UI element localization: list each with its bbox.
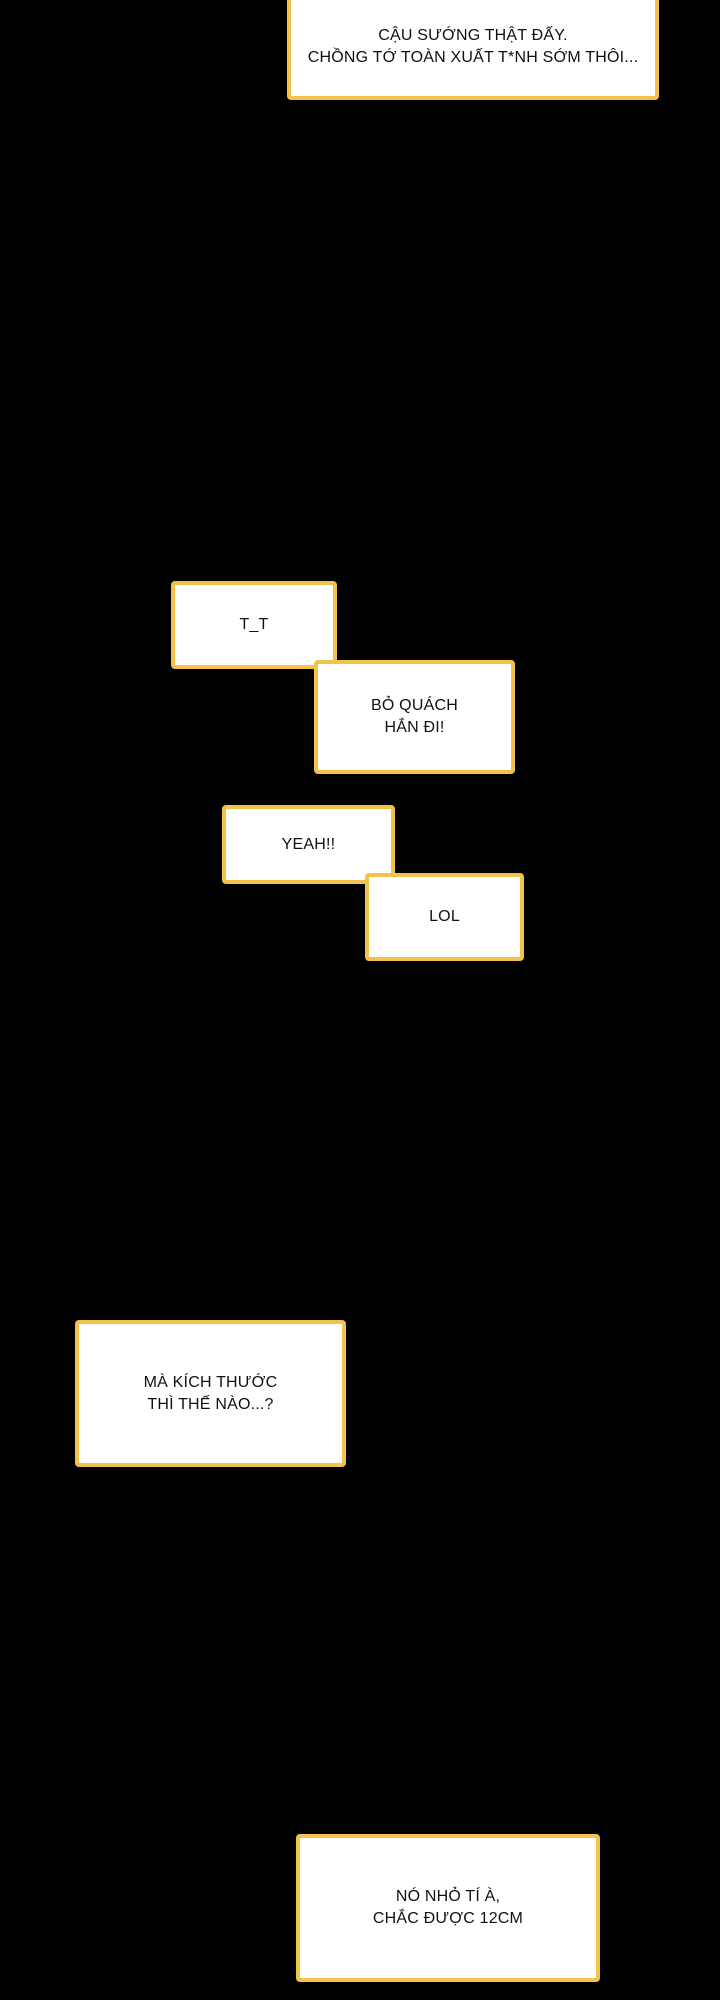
caption-text-7: NÓ NHỎ TÍ À, CHẮC ĐƯỢC 12CM — [372, 1888, 524, 1927]
caption-text-5: LOL — [429, 908, 460, 926]
caption-text-2: T_T — [239, 616, 269, 634]
caption-text-6: MÀ KÍCH THƯỚC THÌ THẾ NÀO...? — [143, 1373, 278, 1413]
caption-box-5: LOL — [365, 873, 524, 961]
caption-box-1: CẬU SƯỚNG THẬT ĐẤY. CHỒNG TỚ TOÀN XUẤT T… — [287, 0, 659, 100]
caption-text-1: CẬU SƯỚNG THẬT ĐẤY. CHỒNG TỚ TOÀN XUẤT T… — [307, 27, 639, 66]
caption-box-3: BỎ QUÁCH HẮN ĐI! — [314, 660, 515, 774]
caption-box-7: NÓ NHỎ TÍ À, CHẮC ĐƯỢC 12CM — [296, 1834, 600, 1982]
caption-box-4: YEAH!! — [222, 805, 395, 884]
caption-box-6: MÀ KÍCH THƯỚC THÌ THẾ NÀO...? — [75, 1320, 346, 1467]
caption-text-3: BỎ QUÁCH HẮN ĐI! — [371, 697, 458, 736]
caption-box-2: T_T — [171, 581, 337, 669]
caption-text-4: YEAH!! — [281, 835, 336, 853]
